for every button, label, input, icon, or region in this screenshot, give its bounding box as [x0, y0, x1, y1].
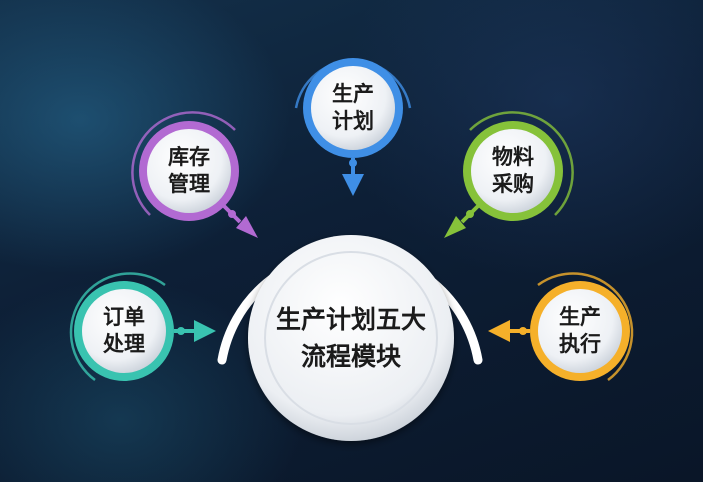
module-inventory-label: 库存 管理: [144, 141, 234, 201]
module-purchase-line2: 采购: [492, 172, 534, 196]
center-title: 生产计划五大 流程模块: [251, 298, 451, 378]
module-order-graphic: [69, 272, 216, 382]
module-order-line2: 处理: [103, 332, 145, 356]
module-inventory-graphic: [131, 111, 258, 238]
module-execute-label: 生产 执行: [535, 301, 625, 361]
module-purchase-label: 物料 采购: [468, 141, 558, 201]
center-title-line1: 生产计划五大: [275, 305, 426, 334]
module-execute-line2: 执行: [559, 332, 601, 356]
module-order-line1: 订单: [103, 305, 145, 329]
module-purchase-graphic: [444, 111, 574, 238]
module-order-label: 订单 处理: [79, 301, 169, 361]
module-plan-label: 生产 计划: [308, 78, 398, 138]
module-inventory-line2: 管理: [168, 172, 210, 196]
center-module: [217, 235, 483, 441]
module-inventory-line1: 库存: [168, 145, 210, 169]
module-plan-line2: 计划: [332, 109, 374, 133]
module-execute-graphic: [488, 272, 634, 382]
module-plan-line1: 生产: [332, 82, 374, 106]
module-purchase-line1: 物料: [492, 145, 534, 169]
module-plan-graphic: [294, 58, 412, 196]
module-execute-line1: 生产: [559, 305, 601, 329]
center-title-line2: 流程模块: [300, 342, 401, 371]
